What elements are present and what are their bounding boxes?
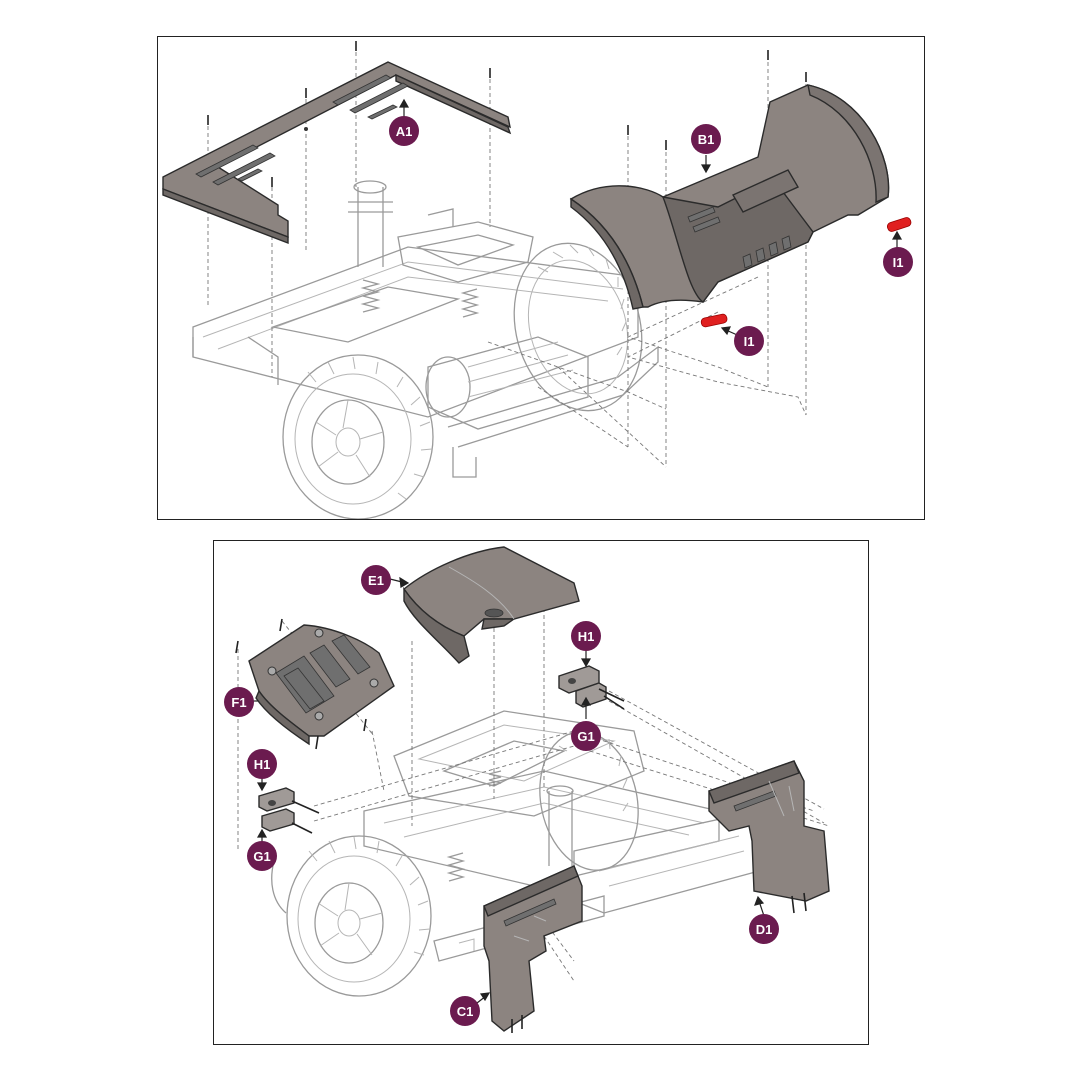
label-c1: C1 <box>450 996 480 1026</box>
label-b1: B1 <box>691 124 721 154</box>
label-h1-left: H1 <box>247 749 277 779</box>
rear-wheel-left <box>282 354 434 519</box>
part-d1-side-shroud <box>708 760 830 914</box>
chassis-frame-top <box>192 180 659 478</box>
label-h1-right: H1 <box>571 621 601 651</box>
part-c1-side-shroud <box>483 865 583 1033</box>
label-g1-right: G1 <box>571 721 601 751</box>
bottom-diagram-drawing <box>235 546 830 1033</box>
assembly-guide-lines-top <box>207 45 807 468</box>
rear-wheel-left-bottom <box>271 835 432 997</box>
label-g1-left: G1 <box>247 841 277 871</box>
label-i1-right: I1 <box>883 247 913 277</box>
label-e1: E1 <box>361 565 391 595</box>
bottom-exploded-view-panel: E1 F1 H1 G1 H1 G1 D1 C1 <box>213 540 869 1045</box>
label-d1: D1 <box>749 914 779 944</box>
label-a1: A1 <box>389 116 419 146</box>
screws-bottom <box>235 618 367 750</box>
reflector-rear-left <box>700 313 728 328</box>
reflector-rear-right <box>886 217 912 232</box>
label-f1: F1 <box>224 687 254 717</box>
label-i1-left: I1 <box>734 326 764 356</box>
top-diagram-drawing <box>162 41 912 519</box>
part-a1-seat-plate <box>162 61 512 245</box>
screws-top <box>207 41 807 187</box>
rear-wheel-right <box>513 242 643 412</box>
top-exploded-view-panel: A1 B1 I1 I1 <box>157 36 925 520</box>
part-b1-rear-shroud <box>569 84 890 310</box>
clamps-left <box>258 787 320 834</box>
reflectors-i1 <box>700 217 912 328</box>
part-e1-battery-cover <box>403 546 580 664</box>
part-f1-footrest <box>248 624 395 746</box>
clamps-upper-right <box>558 665 625 710</box>
